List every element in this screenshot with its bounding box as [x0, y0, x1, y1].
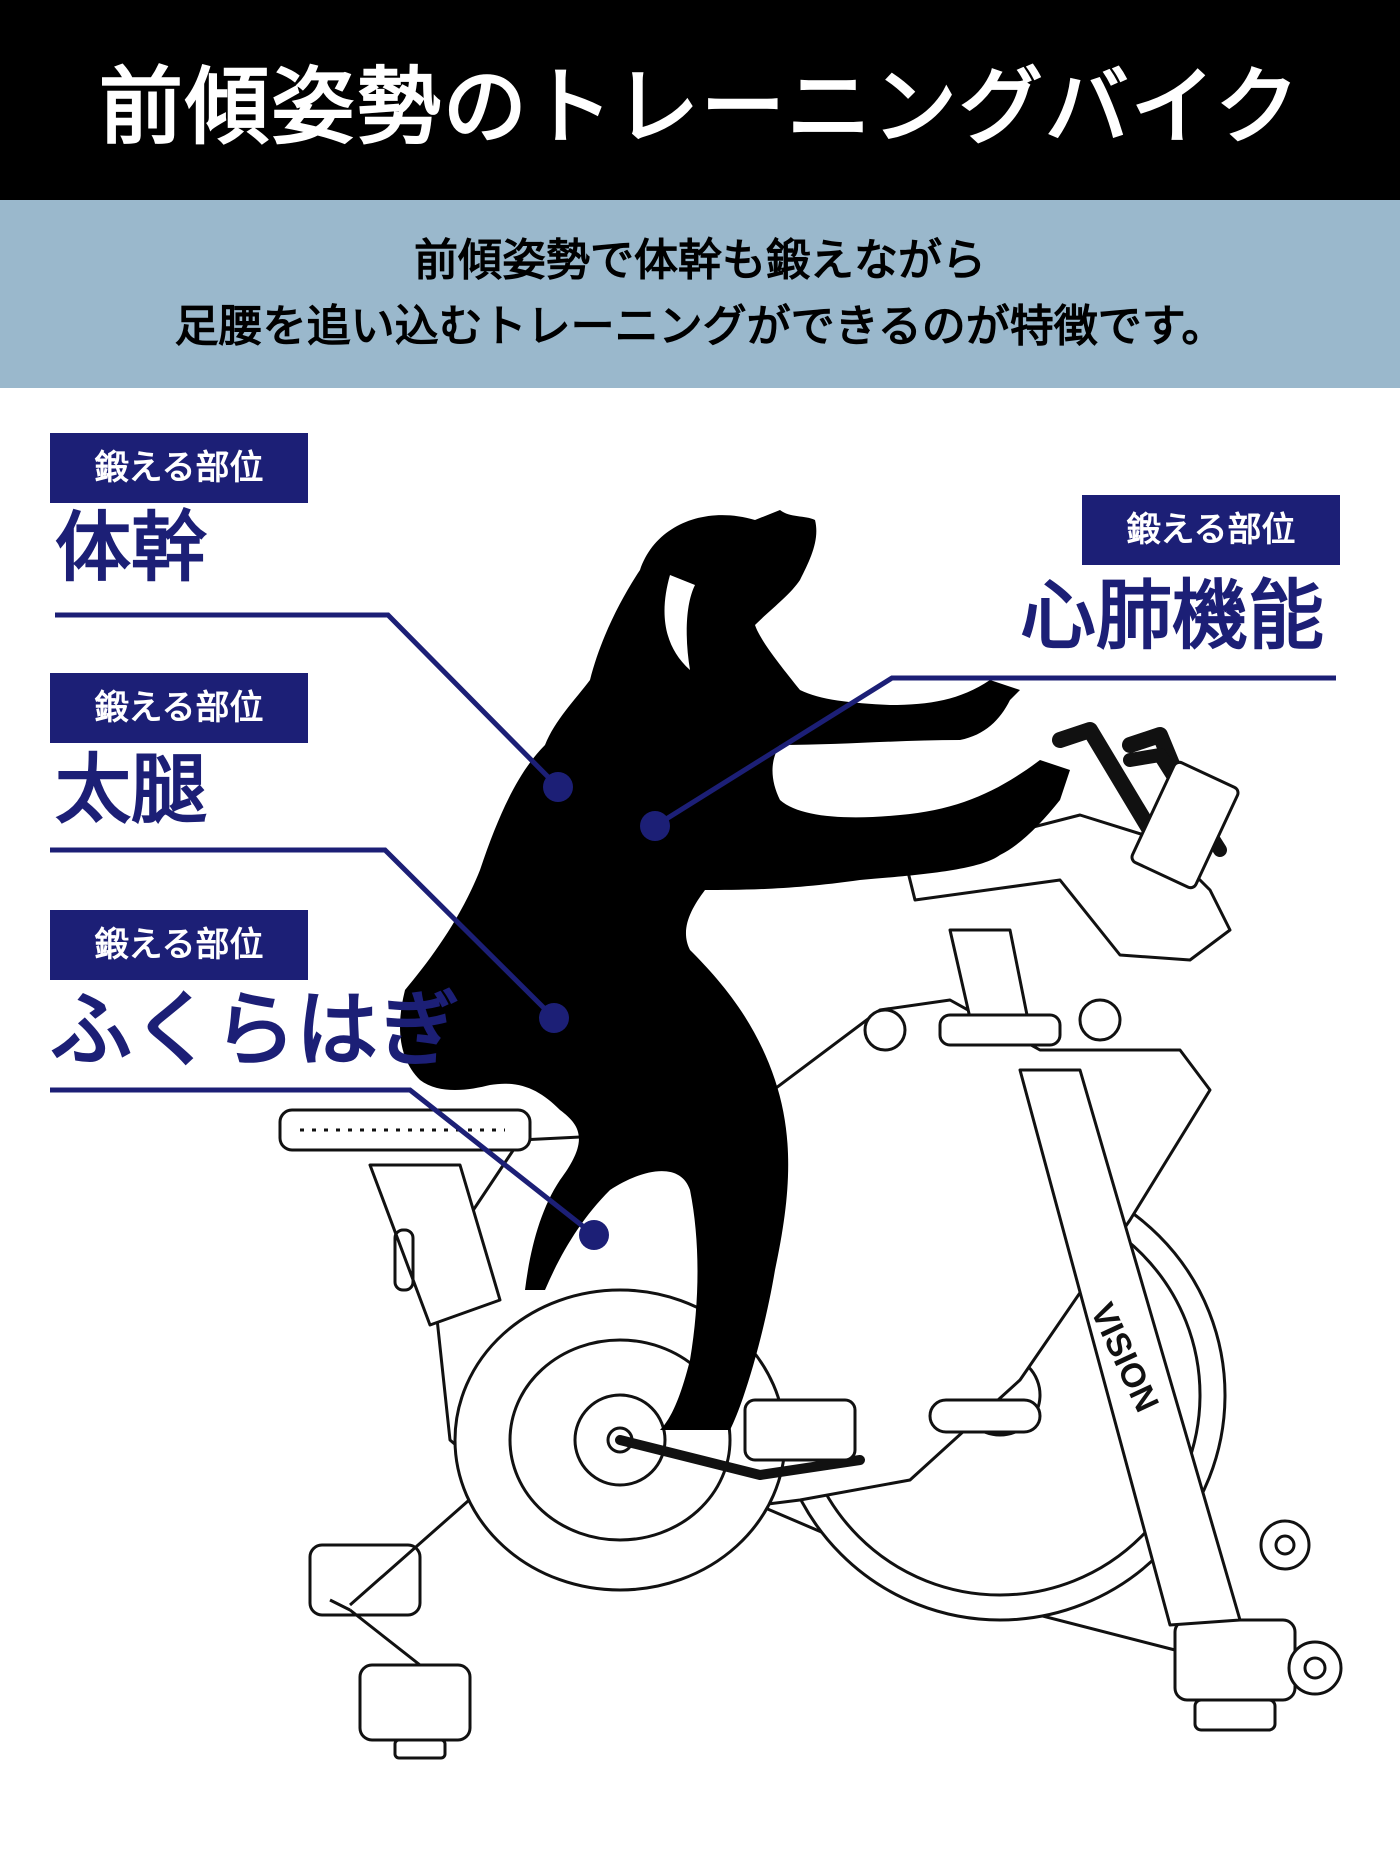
- bike-crank-arm: [615, 1435, 865, 1480]
- bike-front-post: [1018, 1068, 1242, 1627]
- part-thigh: 太腿: [55, 745, 207, 834]
- bike-pedal: [743, 1398, 857, 1462]
- subheader-line-1: 前傾姿勢で体幹も鍛えながら: [414, 235, 986, 286]
- part-core: 体幹: [55, 503, 207, 592]
- part-calf: ふくらはぎ: [50, 983, 461, 1078]
- tag-thigh: 鍛える部位: [50, 673, 308, 743]
- resistance-knob: [863, 998, 1122, 1052]
- tag-cardio: 鍛える部位: [1082, 495, 1340, 565]
- bike-rear-foot: [308, 1543, 472, 1760]
- title-bar: 前傾姿勢のトレーニングバイク: [0, 0, 1400, 200]
- bike-base-frame: [349, 1418, 1176, 1652]
- subheader-line-2: 足腰を追い込むトレーニングができるのが特徴です。: [174, 301, 1226, 352]
- part-cardio: 心肺機能: [1020, 571, 1324, 660]
- subheader-band: 前傾姿勢で体幹も鍛えながら 足腰を追い込むトレーニングができるのが特徴です。: [0, 200, 1400, 388]
- tag-core: 鍛える部位: [50, 433, 308, 503]
- bike-chain-guard-slot: [928, 1398, 1042, 1434]
- bike-front-foot: [1173, 1519, 1343, 1732]
- tag-calf: 鍛える部位: [50, 910, 308, 980]
- page-title: 前傾姿勢のトレーニングバイク: [98, 57, 1302, 156]
- bike-seat-post: [368, 1163, 502, 1327]
